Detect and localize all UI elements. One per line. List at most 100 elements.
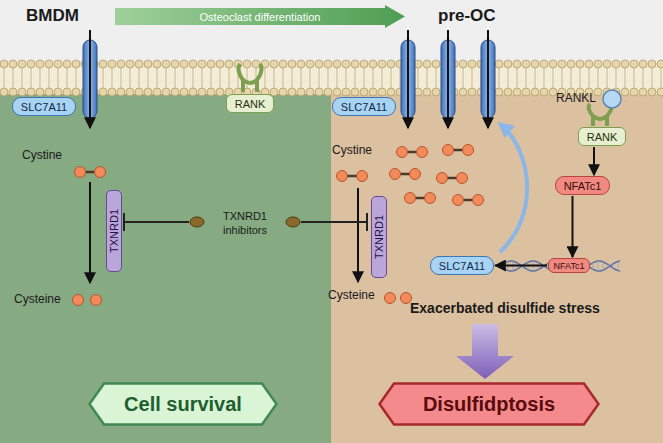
lipid-head [54, 60, 62, 68]
lipid-head [459, 88, 467, 96]
enzyme-box: TXNRD1 [371, 196, 387, 278]
lipid-head [207, 60, 215, 68]
rank-receptor [239, 64, 262, 92]
lipid-head [252, 60, 260, 68]
node-text: RANK [587, 131, 618, 143]
gene-box: SLC7A11 [430, 256, 494, 275]
lipid-head [207, 88, 215, 96]
cell-state-label: pre-OC [438, 6, 496, 26]
lipid-tail [517, 66, 518, 90]
lipid-head [423, 88, 431, 96]
lipid-head [558, 60, 566, 68]
lipid-tail [292, 66, 293, 90]
lipid-tail [310, 66, 311, 90]
node-text: SLC7A11 [21, 101, 67, 113]
lipid-head [45, 88, 53, 96]
lipid-tail [472, 66, 473, 90]
inhibitor-label: TXNRD1 inhibitors [204, 210, 286, 238]
lipid-head [162, 88, 170, 96]
lipid-head [162, 60, 170, 68]
lipid-head [351, 60, 359, 68]
lipid-tail [166, 66, 167, 90]
lipid-head [189, 88, 197, 96]
lipid-head [180, 88, 188, 96]
lipid-head [288, 88, 296, 96]
lipid-head [243, 60, 251, 68]
lipid-head [18, 60, 26, 68]
lipid-tail [148, 66, 149, 90]
lipid-head [117, 88, 125, 96]
lipid-head [36, 88, 44, 96]
transport-arrows [90, 30, 488, 128]
lipid-head [540, 60, 548, 68]
lipid-tail [391, 66, 392, 90]
lipid-tail [427, 66, 428, 90]
outcome-hexagon: Cell survival [88, 382, 278, 426]
lipid-tail [337, 66, 338, 90]
lipid-tail [652, 66, 653, 90]
lipid-tail [202, 66, 203, 90]
lipid-tail [499, 66, 500, 90]
lipid-head [648, 60, 656, 68]
stress-label: Exacerbated disulfide stress [410, 300, 600, 316]
right-panel [331, 62, 663, 443]
lipid-head [198, 60, 206, 68]
lipid-head [630, 60, 638, 68]
lipid-head [495, 88, 503, 96]
cystine [453, 195, 484, 206]
lipid-head [99, 88, 107, 96]
lipid-tail [382, 66, 383, 90]
node-text: NFATc1 [564, 180, 602, 192]
left-panel [0, 62, 331, 443]
lipid-tail [580, 66, 581, 90]
lipid-head [126, 60, 134, 68]
node-text: SLC7A11 [341, 101, 387, 113]
lipid-head [369, 88, 377, 96]
lipid-head [108, 88, 116, 96]
lipid-head [36, 60, 44, 68]
lipid-tail [661, 66, 662, 90]
lipid-tail [103, 66, 104, 90]
lipid-head [576, 60, 584, 68]
lipid-head [27, 60, 35, 68]
lipid-head [297, 88, 305, 96]
lipid-head [288, 60, 296, 68]
molecule-label: Cysteine [14, 292, 61, 306]
ligand-label: RANKL [556, 91, 596, 105]
lipid-tail [184, 66, 185, 90]
lipid-head [594, 60, 602, 68]
lipid-head [279, 60, 287, 68]
lipid-tail [139, 66, 140, 90]
lipid-tail [418, 66, 419, 90]
lipid-head [216, 60, 224, 68]
lipid-tail [589, 66, 590, 90]
enzyme-box: TXNRD1 [106, 190, 122, 272]
cell-state-label: BMDM [26, 6, 79, 26]
differentiation-arrow: Osteoclast differentiation [115, 5, 405, 28]
lipid-head [513, 60, 521, 68]
lipid-head [108, 60, 116, 68]
feedback-arrow [500, 124, 527, 252]
lipid-tail [22, 66, 23, 90]
reduction-arrow [357, 188, 359, 282]
lipid-head [648, 88, 656, 96]
lipid-tail [247, 66, 248, 90]
lipid-tail [229, 66, 230, 90]
lipid-tail [616, 66, 617, 90]
lipid-head [306, 60, 314, 68]
lipid-head [9, 60, 17, 68]
connector-arrow [495, 265, 547, 267]
lipid-tail [67, 66, 68, 90]
lipid-head [459, 60, 467, 68]
lipid-head [639, 88, 647, 96]
lipid-head [279, 88, 287, 96]
lipid-head [522, 88, 530, 96]
lipid-head [504, 60, 512, 68]
lipid-tail [220, 66, 221, 90]
molecule-label: Cystine [332, 143, 372, 157]
node-text: SLC7A11 [439, 260, 485, 272]
lipid-head [27, 88, 35, 96]
node-text: TXNRD1 [373, 215, 385, 259]
cystine [75, 167, 106, 178]
